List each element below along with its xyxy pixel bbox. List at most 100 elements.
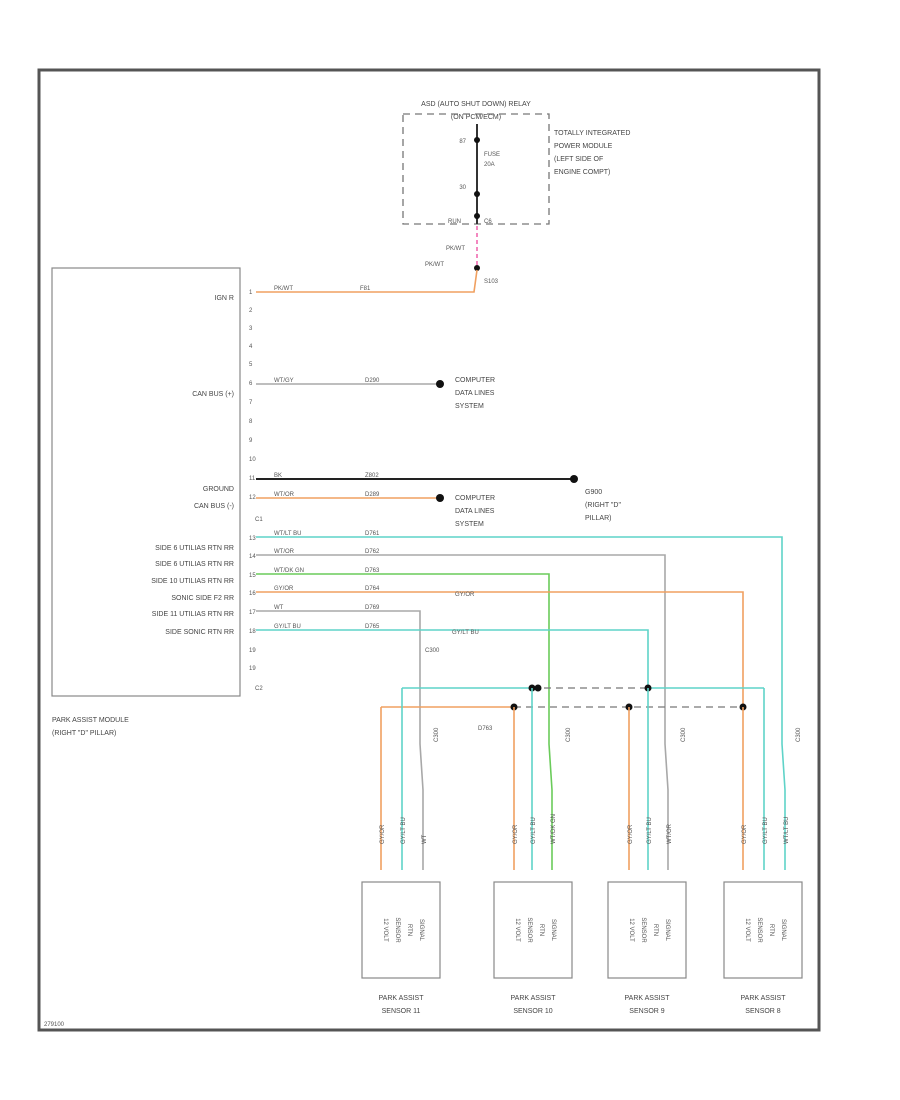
footer-id: 279100 xyxy=(44,1022,65,1028)
s11-wire-3: WT xyxy=(422,834,428,844)
module-pin-8: 8 xyxy=(249,419,253,425)
module-pin-7: 7 xyxy=(249,400,253,406)
module-pin-5: 5 xyxy=(249,362,253,368)
wire-signal-d769 xyxy=(256,610,424,870)
branch-c-label: C300 xyxy=(425,648,440,654)
module-pin-label-canminus: CAN BUS (-) xyxy=(194,503,234,510)
wire-d769-circuit: D769 xyxy=(365,605,380,611)
s11-wire-2: GY/LT BU xyxy=(401,817,407,844)
power-module-note-3: (LEFT SIDE OF xyxy=(554,156,603,163)
s9-box xyxy=(607,881,687,979)
fuse-rating: 20A xyxy=(484,162,495,168)
s10-name-1: PARK ASSIST xyxy=(511,995,557,1002)
power-module-note-1: TOTALLY INTEGRATED xyxy=(554,130,630,137)
s11-box xyxy=(361,881,441,979)
module-pin-4: 4 xyxy=(249,344,253,350)
s11-pin-4: SIGNAL xyxy=(418,919,424,942)
module-wires: PK/WT F81 WT/GY D290 COMPUTER DATA LINES… xyxy=(256,269,786,870)
splice-wire-label: PK/WT xyxy=(425,262,444,268)
module-pin-11: 11 xyxy=(249,476,256,482)
module-conn-run: RUN xyxy=(448,219,461,225)
branch-a-label: GY/OR xyxy=(455,592,475,598)
diagram-frame xyxy=(37,68,821,1032)
module-pin-15: 15 xyxy=(249,573,256,579)
park-assist-sensor-8: GY/OR GY/LT BU WT/LT BU 12 VOLT SENSOR R… xyxy=(723,817,803,1015)
s11-name-1: PARK ASSIST xyxy=(379,995,425,1002)
s8-box xyxy=(723,881,803,979)
s10-pin-2: SENSOR xyxy=(526,917,532,943)
wire-d763-code: WT/DK GN xyxy=(274,568,304,574)
s9-wire-1: GY/OR xyxy=(628,824,634,844)
wire-d762-code: WT/OR xyxy=(274,549,295,555)
ground-callout-b: (RIGHT "D" xyxy=(585,502,621,509)
wire-ign-feed xyxy=(256,269,478,293)
wire-d761-code: WT/LT BU xyxy=(274,531,301,537)
module-conn-c2: C2 xyxy=(255,686,263,692)
s11-pin-1: 12 VOLT xyxy=(382,918,388,942)
module-pin-12: 12 xyxy=(249,495,256,501)
computer-callout-2b: DATA LINES xyxy=(455,508,495,515)
relay-pin-87: 87 xyxy=(459,139,466,145)
s10-box xyxy=(493,881,573,979)
s8-name-2: SENSOR 8 xyxy=(745,1008,781,1015)
module-pin-13: 13 xyxy=(249,536,256,542)
fuse-label: FUSE xyxy=(484,152,500,158)
s9-pin-1: 12 VOLT xyxy=(628,918,634,942)
module-pin-19: 19 xyxy=(249,648,256,654)
module-pin-label-canplus: CAN BUS (+) xyxy=(192,391,234,398)
s9-wire-3: WT/OR xyxy=(667,823,673,844)
computer-callout-2a: COMPUTER xyxy=(455,495,495,502)
s11-connector-label: C300 xyxy=(434,727,440,742)
s8-wire-3: WT/LT BU xyxy=(784,817,790,844)
s10-wire-2: GY/LT BU xyxy=(531,817,537,844)
s8-pin-1: 12 VOLT xyxy=(744,918,750,942)
wire-ign-code: PK/WT xyxy=(274,286,293,292)
wire-can-minus-code: WT/OR xyxy=(274,492,295,498)
module-name-2: (RIGHT "D" PILLAR) xyxy=(52,730,116,737)
wire-ground-circuit: Z802 xyxy=(365,473,379,479)
s10-name-2: SENSOR 10 xyxy=(513,1008,552,1015)
module-pin-2: 2 xyxy=(249,308,253,314)
s8-name-1: PARK ASSIST xyxy=(741,995,787,1002)
module-pin-label-8: SONIC SIDE F2 RR xyxy=(171,595,234,602)
ground-terminal xyxy=(570,475,578,483)
splice-label: S103 xyxy=(484,279,499,285)
s10-pin-3: RTN xyxy=(538,924,544,936)
wire-d769-code: WT xyxy=(274,605,284,611)
park-assist-module-box xyxy=(51,267,241,697)
wire-d762-circuit: D762 xyxy=(365,549,380,555)
ground-callout-c: PILLAR) xyxy=(585,515,611,522)
power-module-note-2: POWER MODULE xyxy=(554,143,613,150)
can-plus-terminal xyxy=(436,380,444,388)
module-pin-10: 10 xyxy=(249,457,256,463)
wire-can-minus-circuit: D289 xyxy=(365,492,380,498)
power-module-note-4: ENGINE COMPT) xyxy=(554,169,610,176)
module-pin-label-10: SIDE SONIC RTN RR xyxy=(165,629,234,636)
relay-pin-30: 30 xyxy=(459,185,466,191)
ground-callout-a: G900 xyxy=(585,489,602,496)
park-assist-sensor-10: GY/OR GY/LT BU WT/DK GN 12 VOLT SENSOR R… xyxy=(493,814,573,1015)
s8-wire-2: GY/LT BU xyxy=(763,817,769,844)
computer-callout-1c: SYSTEM xyxy=(455,403,484,410)
wire-signal-d763 xyxy=(256,573,553,870)
wire-ground-code: BK xyxy=(274,473,282,479)
module-conn-c1: C1 xyxy=(255,517,263,523)
wire-can-plus-code: WT/GY xyxy=(274,378,294,384)
module-pin-17: 17 xyxy=(249,610,256,616)
splice-dot xyxy=(474,265,480,271)
module-pin-3: 3 xyxy=(249,326,253,332)
module-name-1: PARK ASSIST MODULE xyxy=(52,717,129,724)
module-pin-label-9: SIDE 11 UTILIAS RTN RR xyxy=(152,611,234,618)
module-pin-label-ground: GROUND xyxy=(203,486,234,493)
module-pin-label-7: SIDE 10 UTILIAS RTN RR xyxy=(151,578,234,585)
wire-rtn-d765 xyxy=(256,629,649,688)
wire-d765-code: GY/LT BU xyxy=(274,624,301,630)
module-pin-6: 6 xyxy=(249,381,253,387)
wire-d761-circuit: D761 xyxy=(365,531,380,537)
module-pin-label-6: SIDE 6 UTILIAS RTN RR xyxy=(155,561,234,568)
s11-pin-2: SENSOR xyxy=(394,917,400,943)
power-module: ASD (AUTO SHUT DOWN) RELAY (ON PCM/ECM) … xyxy=(402,101,630,285)
module-pin-9: 9 xyxy=(249,438,253,444)
s9-pin-3: RTN xyxy=(652,924,658,936)
